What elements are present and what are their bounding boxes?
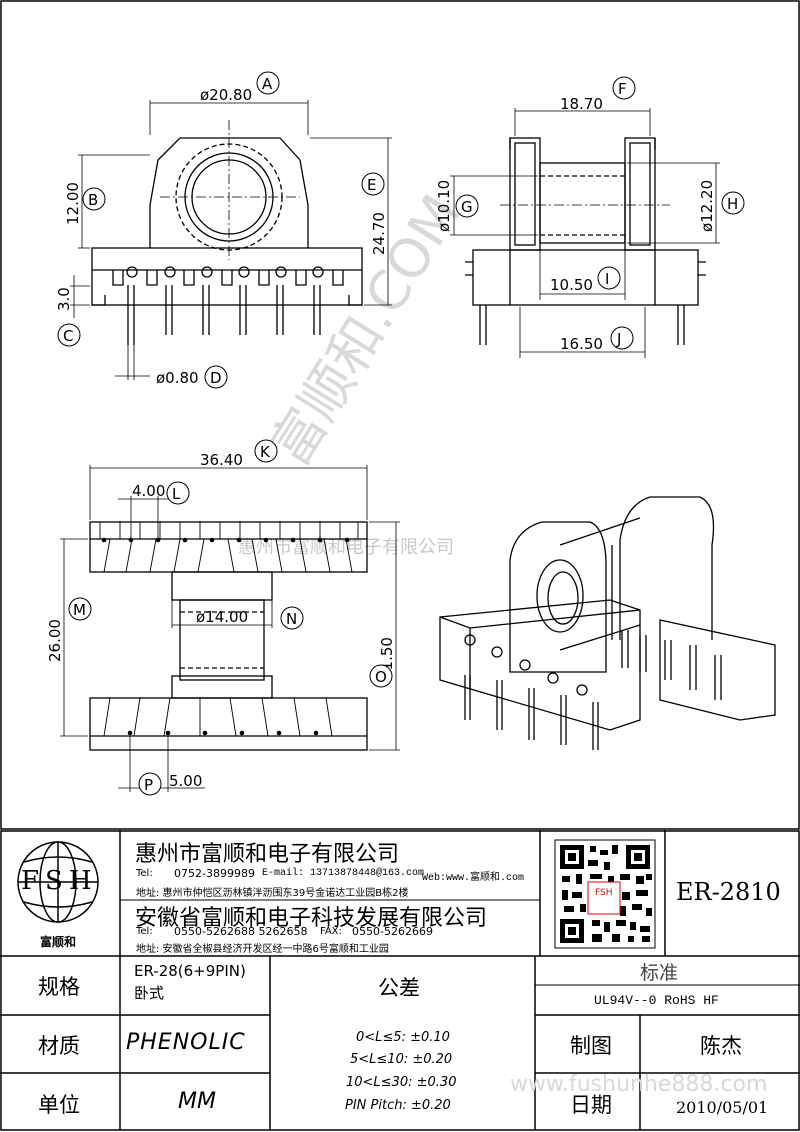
company2-name: 安徽省富顺和电子科技发展有限公司	[135, 906, 488, 931]
dim-p-letter: P	[144, 776, 153, 794]
dim-f-letter: F	[618, 80, 627, 98]
dim-a-value: ø20.80	[200, 86, 252, 104]
dim-j-letter: J	[616, 330, 621, 348]
dim-b-value: 12.00	[64, 182, 82, 225]
dim-i-bubble	[597, 266, 621, 290]
watermark-site-overlay: www.fushunhe888.com	[510, 1072, 768, 1097]
dim-p-bubble	[138, 772, 162, 796]
dim-h-bubble	[721, 191, 745, 215]
company1-email-label: E-mail:	[262, 868, 305, 879]
dim-f-bubble	[612, 76, 636, 100]
model-number: ER-2810	[676, 878, 781, 906]
dim-k-value: 36.40	[200, 451, 243, 469]
material-value: PHENOLIC	[126, 1030, 246, 1055]
dim-k-letter: K	[260, 443, 271, 461]
dim-i-letter: I	[605, 270, 609, 288]
top-view	[89, 521, 368, 751]
dim-m-value: 26.00	[46, 619, 64, 662]
dim-p-value: 5.00	[169, 772, 202, 790]
drawn-label: 制图	[570, 1034, 612, 1058]
dim-n-letter: N	[286, 610, 297, 628]
dim-m-bubble	[68, 597, 92, 621]
company1-email: 13713878448@163.com	[310, 868, 425, 879]
material-label: 材质	[38, 1034, 80, 1058]
unit-label: 单位	[38, 1093, 80, 1117]
dim-o-letter: O	[375, 668, 387, 686]
company2-tel: 0550-5262688 5262658	[174, 925, 308, 938]
dim-o-bubble	[369, 664, 393, 688]
top-view-dimensions	[60, 465, 400, 792]
tolerance-4: PIN Pitch: ±0.20	[345, 1098, 451, 1113]
dim-n-bubble	[280, 606, 304, 630]
date-value: 2010/05/01	[676, 1098, 769, 1117]
company2-fax: 0550-5262669	[352, 925, 433, 938]
company1-name: 惠州市富顺和电子有限公司	[135, 842, 400, 867]
dim-j-value: 16.50	[560, 335, 603, 353]
dim-c-bubble	[57, 323, 81, 347]
dim-l-value: 4.00	[132, 482, 165, 500]
dim-b-letter: B	[88, 191, 98, 209]
front-view	[91, 120, 363, 345]
qr-code-icon	[554, 839, 656, 949]
tolerance-2: 5<L≤10: ±0.20	[350, 1052, 453, 1067]
dim-c-letter: C	[63, 327, 73, 345]
dim-d-bubble	[204, 365, 228, 389]
dim-g-bubble	[455, 194, 479, 218]
dim-k-bubble	[254, 439, 278, 463]
watermark: 富顺和.COM 惠州市富顺和电子有限公司	[238, 184, 473, 558]
side-view	[465, 137, 706, 345]
spec-label: 规格	[38, 975, 80, 999]
dim-j-bubble	[610, 326, 634, 350]
front-view-dimensions	[70, 100, 392, 380]
company1-web: Web:www.富顺和.com	[422, 873, 525, 884]
drawn-value: 陈杰	[700, 1034, 742, 1058]
dim-e-bubble	[361, 172, 385, 196]
logo-text: FSH	[21, 866, 98, 896]
dim-c-value: 3.0	[55, 287, 73, 311]
dim-e-value: 24.70	[370, 212, 388, 255]
company1-address: 地址: 惠州市仲恺区沥林镇泮沥围东39号金诺达工业园B栋2楼	[136, 888, 409, 899]
dim-f-value: 18.70	[560, 95, 603, 113]
dim-g-value: ø10.10	[435, 180, 453, 232]
qr-label: FSH	[595, 888, 613, 898]
logo-caption: 富顺和	[40, 935, 77, 949]
title-block: FSH 富顺和 惠州市富顺和电子有限公司 Tel: 0752-3899989 E…	[0, 830, 800, 1132]
company1-tel: 0752-3899989	[174, 867, 255, 880]
unit-value: MM	[178, 1089, 216, 1114]
fsh-logo-icon	[17, 841, 99, 923]
tolerance-1: 0<L≤5: ±0.10	[356, 1030, 450, 1045]
dim-d-letter: D	[210, 369, 222, 387]
spec-value-1: ER-28(6+9PIN)	[134, 962, 246, 980]
side-view-dimensions	[450, 108, 720, 358]
title-block-grid	[0, 830, 800, 1131]
dim-a-bubble	[256, 71, 280, 95]
isometric-view	[439, 496, 776, 750]
dim-d-value: ø0.80	[156, 369, 199, 387]
tolerance-label: 公差	[378, 976, 420, 1000]
dim-l-letter: L	[172, 485, 181, 503]
dim-l-bubble	[166, 481, 190, 505]
dim-m-letter: M	[73, 601, 86, 619]
company2-address: 地址: 安徽省全椒县经济开发区经一中路6号富顺和工业园	[136, 944, 389, 955]
dim-g-letter: G	[461, 198, 473, 216]
company2-tel-label: Tel:	[136, 926, 153, 937]
standard-label: 标准	[640, 962, 679, 984]
dim-e-letter: E	[367, 176, 376, 194]
dim-h-letter: H	[727, 195, 738, 213]
spec-value-2: 卧式	[134, 984, 165, 1002]
tolerance-3: 10<L≤30: ±0.30	[346, 1075, 457, 1090]
drawing-border	[0, 0, 800, 830]
watermark-company: 惠州市富顺和电子有限公司	[238, 537, 454, 558]
dim-a-letter: A	[262, 75, 273, 93]
dim-b-bubble	[82, 187, 106, 211]
date-label: 日期	[570, 1093, 612, 1117]
dim-n-value: ø14.00	[196, 608, 248, 626]
dim-h-value: ø12.20	[698, 180, 716, 232]
company2-fax-label: FAX:	[320, 926, 342, 937]
standard-value: UL94V--0 RoHS HF	[594, 993, 719, 1008]
company1-tel-label: Tel:	[136, 868, 153, 879]
dim-i-value: 10.50	[550, 276, 593, 294]
technical-drawing: 富顺和.COM 惠州市富顺和电子有限公司	[0, 0, 800, 830]
